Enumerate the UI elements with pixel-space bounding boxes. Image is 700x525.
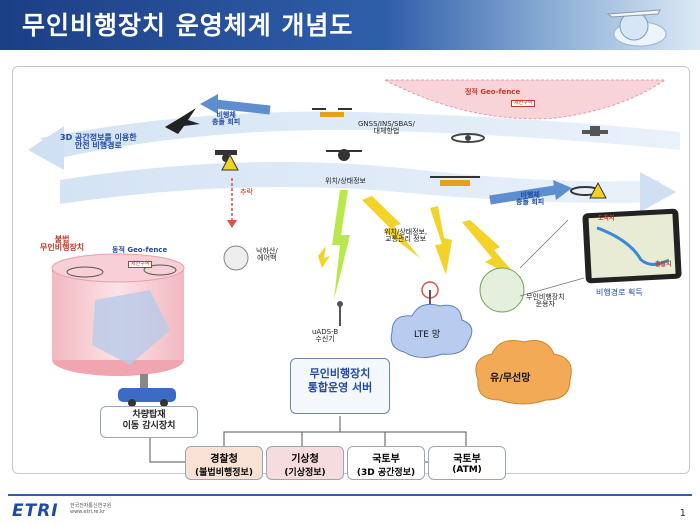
globe-plane-icon: [606, 9, 667, 47]
footer-divider: [8, 494, 692, 496]
page-title: 무인비행장치 운영체계 개념도: [22, 11, 354, 40]
footer-org-name: 한국전자통신연구원: [70, 503, 112, 509]
arrow-collision-left: [214, 99, 271, 115]
page-number: 1: [679, 508, 686, 519]
drone-icon-2: [326, 149, 362, 161]
lightning-lte-drone: [430, 206, 452, 275]
integrated-server-box[interactable]: 무인비행장치 통합운영 서버: [290, 358, 390, 414]
collision-avoid-right-label: 비행체 충돌 회피: [516, 191, 545, 207]
arrow-right-head: [640, 172, 676, 212]
gnss-label: GNSS/INS/SBAS/ 대체항법: [358, 120, 415, 136]
static-geofence-badge: 제한구역: [511, 100, 536, 108]
vehicle-monitor-label: 차량탑재 이동 감시장치: [122, 410, 176, 431]
illegal-zone-shape: [92, 290, 170, 365]
static-geofence-zone: [384, 79, 667, 120]
position-traffic-label: 위치/상태정보, 교통관리 정보: [384, 228, 428, 244]
dynamic-geofence-badge: 제한구역: [128, 261, 153, 269]
agency-box-molit-3d[interactable]: 국토부 (3D 공간정보): [347, 446, 425, 480]
etri-logo: ETRI: [12, 501, 59, 521]
map-departure-label: 출발지: [655, 261, 672, 268]
vehicle-monitor-box[interactable]: 차량탑재 이동 감시장치: [100, 406, 198, 438]
safe-route-label: 3D 공간정보를 이용한 안전 비행경로: [60, 133, 137, 151]
agency-box-weather[interactable]: 기상청 (기상정보): [266, 446, 344, 480]
agency-sub: (3D 공간정보): [356, 468, 416, 478]
agency-sub: (기상정보): [284, 468, 326, 478]
position-status-label: 위치/상태정보: [325, 177, 366, 185]
bird-icon: [165, 108, 200, 134]
wired-network-label: 유/무선망: [490, 373, 531, 384]
wired-cloud: [475, 340, 572, 405]
static-geofence-label: 정적 Geo-fence: [465, 88, 521, 96]
tablet-map: [582, 208, 682, 284]
collision-avoid-left-label: 비행체 충돌 회피: [212, 111, 241, 127]
header-bar: 무인비행장치 운영체계 개념도: [0, 0, 700, 50]
parachute-label: 낙하산/ 에어백: [256, 247, 278, 263]
agency-box-molit-atm[interactable]: 국토부 (ATM): [428, 446, 506, 480]
flight-path-band-upper: [40, 111, 680, 158]
lightning-operator: [462, 220, 520, 280]
warning-icon-left: [221, 153, 239, 171]
illegal-uav-label: 불법 무인비행장치: [40, 235, 85, 253]
agency-sub: (ATM): [452, 465, 482, 475]
vehicle-icon: [118, 374, 176, 407]
drone-icon-7: [215, 150, 237, 162]
agency-name: 국토부: [372, 454, 400, 465]
lightning-uav-server: [332, 190, 350, 300]
uads-label: uADS-B 수신기: [312, 328, 339, 344]
operator-icon: [479, 267, 525, 313]
antenna-icon: [337, 301, 343, 326]
footer-url: www.etri.re.kr: [70, 509, 106, 515]
agency-name: 경찰청: [210, 454, 238, 465]
map-arrival-label: 도착지: [598, 215, 615, 222]
agency-name: 국토부: [453, 454, 481, 465]
footer-org: 한국전자통신연구원 www.etri.re.kr: [70, 503, 111, 515]
illegal-drone-icon: [66, 264, 177, 278]
agency-box-police[interactable]: 경찰청 (불법비행정보): [185, 446, 263, 480]
lte-label: LTE 망: [414, 330, 441, 340]
crash-label: 추락: [240, 188, 253, 196]
arrow-left-head: [28, 126, 64, 170]
arrow-collision-right: [489, 185, 556, 205]
agency-sub: (불법비행정보): [195, 468, 253, 478]
lte-cloud: [390, 303, 473, 358]
operator-label: 무인비행장치 운용자: [526, 293, 565, 309]
lightning-drone-lte: [362, 196, 420, 258]
drone-icon-3: [451, 133, 485, 143]
drone-icon-1: [312, 108, 352, 117]
lightning-server-left: [318, 246, 330, 268]
dynamic-geofence-label: 동적 Geo-fence: [112, 246, 168, 254]
agency-name: 기상청: [291, 454, 319, 465]
drone-icon-4: [582, 126, 608, 136]
drone-icon-5: [430, 176, 480, 186]
parachute-drone-icon: [223, 245, 249, 271]
server-label: 무인비행장치 통합운영 서버: [307, 367, 373, 394]
warning-icon-right: [589, 181, 607, 199]
flight-path-acquire-label: 비행경로 획득: [596, 288, 643, 297]
